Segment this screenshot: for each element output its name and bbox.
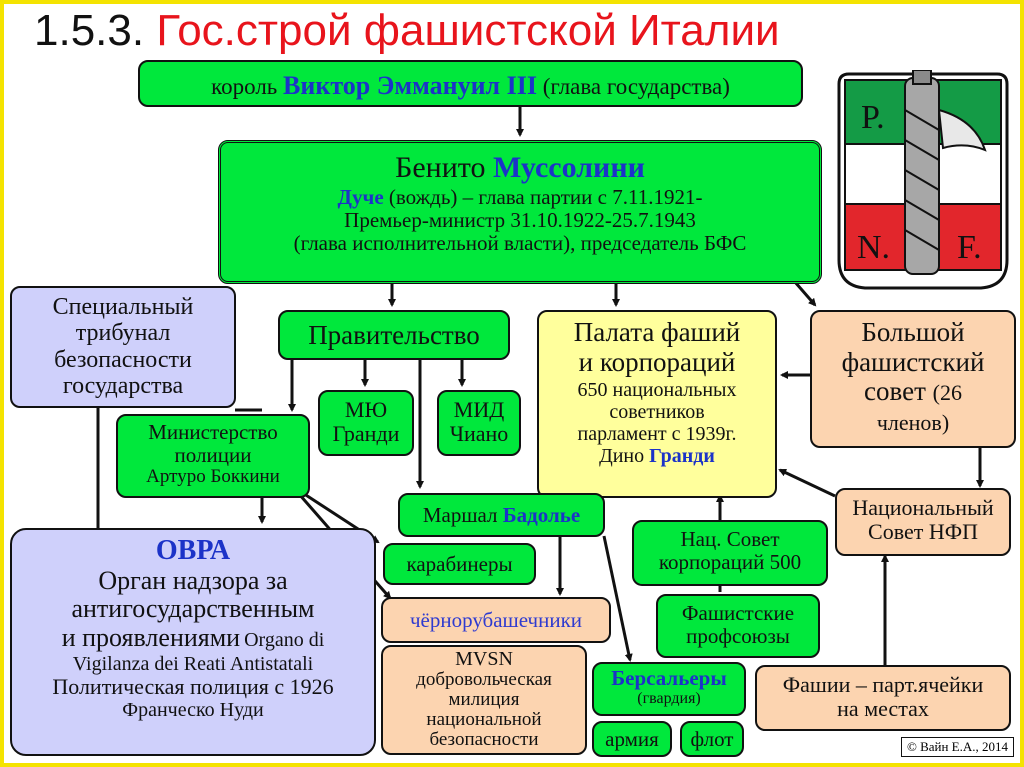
arrow-nfp-chamber bbox=[778, 468, 836, 498]
king-box: король Виктор Эммануил III (глава госуда… bbox=[138, 60, 803, 107]
copyright-label: © Вайн Е.А., 2014 bbox=[900, 737, 1014, 757]
mid-box: МИД Чиано bbox=[437, 390, 521, 456]
police-ministry-box: Министерство полиции Артуро Боккини bbox=[116, 414, 310, 498]
bersaglieri-sub: (гвардия) bbox=[637, 690, 701, 708]
arrow-badoglio-bersaglieri bbox=[602, 535, 633, 662]
ovra-line5: Франческо Нуди bbox=[122, 698, 264, 721]
unions-box: Фашистские профсоюзы bbox=[656, 594, 820, 658]
emblem-letter-f: F. bbox=[957, 229, 982, 266]
fasci-line1: Фашии – парт.ячейки bbox=[782, 672, 984, 697]
corp-line2: корпораций 500 bbox=[658, 550, 802, 575]
ovra-line1: Орган надзора за bbox=[98, 565, 288, 595]
ovra-line3: и проявлениями bbox=[61, 622, 241, 652]
ovra-line4: Политическая полиция с 1926 bbox=[52, 673, 334, 699]
mju-box: МЮ Гранди bbox=[318, 390, 414, 456]
nfp-line2: Совет НФП bbox=[868, 519, 978, 545]
badoglio-prefix: Маршал bbox=[422, 503, 498, 527]
corp-line1: Нац. Совет bbox=[680, 527, 780, 551]
page-title: 1.5.3. Гос.строй фашистской Италии bbox=[34, 6, 780, 56]
army-text: армия bbox=[605, 727, 659, 751]
king-prefix: король bbox=[211, 74, 278, 99]
ovra-name: ОВРА bbox=[155, 535, 231, 566]
badoglio-box: Маршал Бадолье bbox=[398, 493, 605, 537]
council-line2: фашистский bbox=[841, 346, 985, 377]
chamber-line3: 650 национальных советников bbox=[577, 379, 737, 424]
special-tribunal-box: Специальный трибунал безопасности госуда… bbox=[10, 286, 236, 408]
chamber-line2: и корпораций bbox=[578, 346, 736, 377]
bersaglieri-box: Берсальеры (гвардия) bbox=[592, 662, 746, 716]
police-line1: Министерство bbox=[148, 420, 278, 444]
mussolini-first-name: Бенито bbox=[395, 151, 486, 184]
mid-line1: МИД bbox=[453, 397, 505, 422]
council-line1: Большой bbox=[861, 317, 965, 347]
council-line3: совет bbox=[864, 376, 926, 407]
arrow-mussolini-council bbox=[793, 281, 817, 307]
tribunal-text: Специальный трибунал безопасности госуда… bbox=[52, 294, 194, 400]
mussolini-last-name: Муссолини bbox=[492, 151, 645, 184]
pnf-emblem-icon: P. N. F. bbox=[837, 70, 1009, 290]
ovra-box: ОВРА Орган надзора за антигосударственны… bbox=[10, 528, 376, 756]
police-line2: полиции bbox=[174, 443, 252, 468]
mid-line2: Чиано bbox=[449, 421, 509, 447]
ovra-italian2: Vigilanza dei Reati Antistatali bbox=[72, 652, 314, 675]
ovra-italian1: Organo di bbox=[244, 628, 325, 651]
council-count: (26 членов) bbox=[876, 380, 962, 436]
emblem-letter-p: P. bbox=[861, 99, 885, 136]
emblem-letter-n: N. bbox=[857, 229, 890, 266]
unions-line2: профсоюзы bbox=[686, 624, 790, 649]
fasci-line2: на местах bbox=[837, 696, 929, 722]
mvsn-line2: добровольческая bbox=[416, 669, 552, 690]
nfp-council-box: Национальный Совет НФП bbox=[835, 488, 1011, 556]
mju-line2: Гранди bbox=[332, 421, 400, 447]
chamber-line1: Палата фаший bbox=[573, 317, 741, 347]
king-name: Виктор Эммануил III bbox=[283, 71, 538, 100]
ovra-line2: антигосударственным bbox=[71, 594, 315, 624]
mvsn-box: MVSN добровольческая милиция национально… bbox=[381, 645, 587, 755]
mussolini-line3: (глава исполнительной власти), председат… bbox=[293, 231, 747, 256]
mvsn-line5: безопасности bbox=[429, 728, 539, 750]
mussolini-line1: (вождь) – глава партии с 7.11.1921- bbox=[388, 185, 703, 209]
title-number: 1.5.3. bbox=[34, 6, 145, 55]
mvsn-line1: MVSN bbox=[455, 648, 513, 670]
unions-line1: Фашистские bbox=[681, 601, 795, 625]
chamber-name-first: Дино bbox=[599, 445, 645, 468]
king-suffix: (глава государства) bbox=[542, 74, 730, 99]
fasci-box: Фашии – парт.ячейки на местах bbox=[755, 665, 1011, 731]
chamber-line4: парламент с 1939г. bbox=[577, 423, 737, 446]
mussolini-box: Бенито Муссолини Дуче (вождь) – глава па… bbox=[218, 140, 822, 284]
police-line3: Артуро Боккини bbox=[146, 466, 280, 488]
badoglio-name: Бадолье bbox=[502, 503, 581, 527]
government-box: Правительство bbox=[278, 310, 510, 360]
carabinieri-box: карабинеры bbox=[383, 543, 536, 585]
navy-box: флот bbox=[680, 721, 744, 757]
blackshirts-text: чёрнорубашечники bbox=[409, 608, 583, 632]
duce-label: Дуче bbox=[337, 185, 384, 209]
chamber-box: Палата фаший и корпораций 650 национальн… bbox=[537, 310, 777, 498]
grand-council-box: Большой фашистский совет (26 членов) bbox=[810, 310, 1016, 448]
mju-line1: МЮ bbox=[344, 397, 388, 422]
navy-text: флот bbox=[690, 727, 734, 751]
mvsn-line3: милиция bbox=[448, 688, 520, 710]
carabinieri-text: карабинеры bbox=[406, 552, 513, 576]
title-text: Гос.строй фашистской Италии bbox=[156, 6, 780, 55]
mvsn-line4: национальной bbox=[426, 708, 542, 730]
nfp-line1: Национальный bbox=[852, 495, 994, 520]
corp-council-box: Нац. Совет корпораций 500 bbox=[632, 520, 828, 586]
blackshirts-box: чёрнорубашечники bbox=[381, 597, 611, 643]
army-box: армия bbox=[592, 721, 672, 757]
mussolini-line2: Премьер-министр 31.10.1922-25.7.1943 bbox=[344, 208, 696, 233]
bersaglieri-name: Берсальеры bbox=[611, 666, 727, 690]
chamber-name-last: Гранди bbox=[649, 445, 715, 468]
government-text: Правительство bbox=[308, 320, 480, 350]
